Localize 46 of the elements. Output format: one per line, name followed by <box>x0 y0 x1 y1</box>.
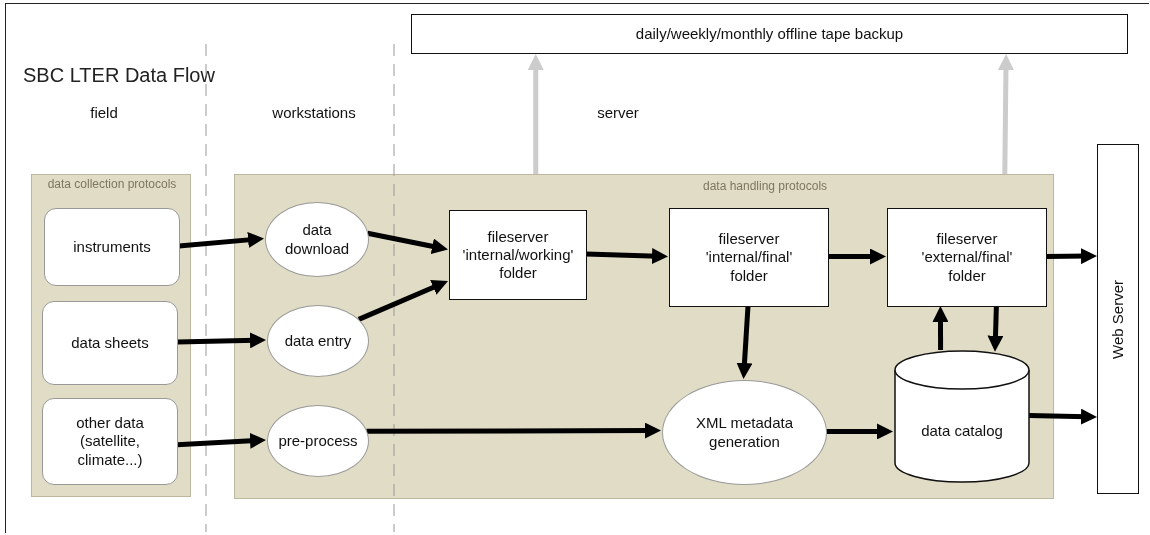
node-label: instruments <box>72 237 152 257</box>
arrow <box>736 305 753 379</box>
backup-box <box>411 14 1128 54</box>
arrow <box>366 422 661 439</box>
arrow <box>176 432 266 449</box>
folder-box <box>449 210 587 300</box>
column-label: server <box>597 104 639 121</box>
node-label: pre-process <box>277 431 359 451</box>
node-label: data entry <box>283 331 353 351</box>
arrow <box>1045 248 1097 265</box>
arrow <box>828 248 886 265</box>
server-bar <box>1097 144 1139 494</box>
arrow <box>987 305 1004 352</box>
source-box <box>44 208 180 286</box>
panel-heading: data handling protocols <box>701 179 829 194</box>
node-label: XML metadata generation <box>695 414 794 451</box>
arrow <box>1028 408 1097 425</box>
source-box <box>42 398 178 485</box>
arrow <box>178 231 264 249</box>
database-cylinder <box>894 350 1030 483</box>
arrow <box>176 332 266 349</box>
folder-box <box>887 208 1047 307</box>
folder-box <box>669 208 829 307</box>
node-label: fileserver 'external/final' folder <box>920 230 1014 285</box>
arrow <box>527 54 544 174</box>
protocol-panel <box>234 174 1054 499</box>
diagram-title: SBC LTER Data Flow <box>23 64 215 87</box>
node-label: Web Server <box>1108 279 1127 359</box>
arrow <box>997 54 1014 175</box>
arrow <box>826 423 893 440</box>
node-label: other data (satellite, climate...) <box>75 414 145 469</box>
column-label: field <box>90 104 118 121</box>
node-label: fileserver 'internal/final' folder <box>704 230 794 285</box>
node-label: data download <box>283 221 351 258</box>
arrow <box>585 248 668 264</box>
column-label: workstations <box>272 104 356 121</box>
arrow <box>357 279 448 322</box>
arrow <box>932 306 949 350</box>
node-label: data sheets <box>70 333 150 353</box>
node-label: fileserver 'internal/working' folder <box>461 227 575 283</box>
arrow <box>367 230 448 255</box>
node-label: data catalog <box>920 422 1004 441</box>
source-box <box>42 301 178 385</box>
protocol-panel <box>31 174 191 497</box>
panel-heading: data collection protocols <box>46 177 178 192</box>
node-label: daily/weekly/monthly offline tape backup <box>634 24 905 44</box>
